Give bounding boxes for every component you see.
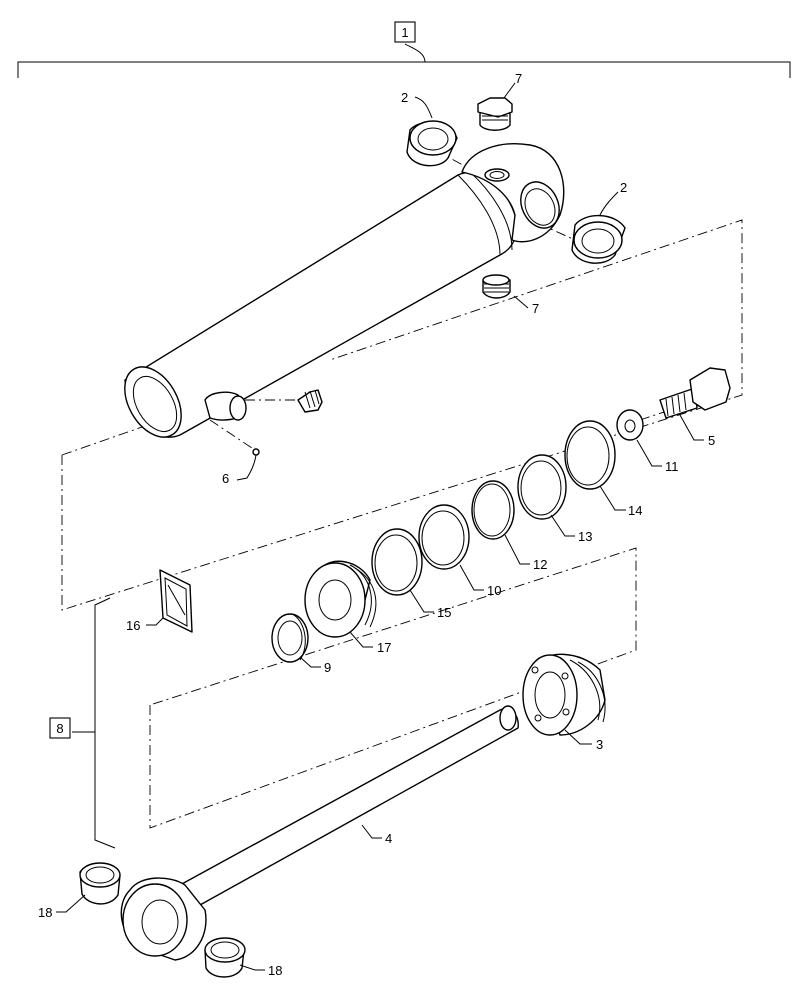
wear-ring-15 [371,528,423,596]
assembly-callout-label: 1 [401,25,408,40]
callout-5: 5 [708,433,715,448]
assembly-bracket: 1 [17,21,791,78]
callout-13: 13 [578,529,592,544]
o-ring-12 [471,480,515,540]
callout-15: 15 [437,605,451,620]
grease-fitting-7-top [477,97,513,131]
callout-6: 6 [222,471,229,486]
callout-9: 9 [324,660,331,675]
bleed-screw-6 [252,448,260,456]
leader-lines [56,82,704,971]
bushing-2-right [571,214,626,264]
bushing-18-left [79,862,121,905]
callout-4: 4 [385,831,392,846]
backup-ring-14 [564,420,616,490]
decal-16 [159,569,193,633]
callout-14: 14 [628,503,642,518]
cylinder-head-3 [522,653,606,736]
kit-callout-label: 8 [56,721,63,736]
bushing-18-right [204,937,246,978]
bolt-5 [659,367,731,419]
callout-18-left: 18 [38,905,52,920]
axis-line-seals [209,399,300,451]
callout-18-right: 18 [268,963,282,978]
callout-2-left: 2 [401,90,408,105]
bushing-2-left [406,120,458,167]
seal-ring-10 [418,504,470,570]
rod-group-outline [149,547,637,829]
washer-11 [616,409,644,441]
cylinder-barrel [124,143,565,438]
callout-12: 12 [533,557,547,572]
kit-bracket: 8 [49,597,116,849]
piston-17 [304,560,377,638]
callout-7-bottom: 7 [532,301,539,316]
callout-3: 3 [596,737,603,752]
grease-fitting-7-bottom [482,274,511,299]
callout-10: 10 [487,583,501,598]
callout-2-right: 2 [620,180,627,195]
callout-labels: 2 7 2 7 5 6 11 14 13 12 10 15 17 16 9 3 … [38,71,715,978]
barrel-fitting [297,389,323,413]
callout-17: 17 [377,640,391,655]
piston-rod-4 [120,705,519,961]
seal-ring-13 [517,454,567,520]
rod-seal-9 [271,613,309,663]
callout-7-top: 7 [515,71,522,86]
callout-16: 16 [126,618,140,633]
callout-11: 11 [665,459,679,474]
